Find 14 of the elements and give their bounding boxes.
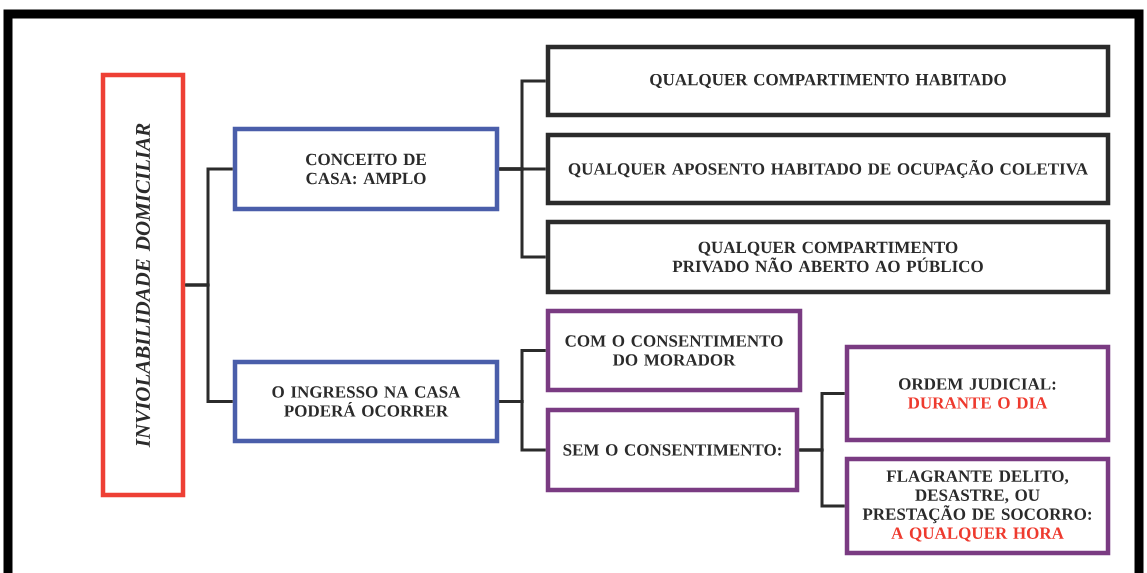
connector-line bbox=[499, 400, 546, 452]
option-box: ORDEM JUDICIAL: DURANTE O DIA bbox=[844, 344, 1111, 443]
option-box: SEM O CONSENTIMENTO: bbox=[545, 407, 800, 493]
item-box: QUALQUER COMPARTIMENTO PRIVADO NÃO ABERTO AO PÚBLICO bbox=[545, 219, 1111, 295]
option-box: FLAGRANTE DELITO, DESASTRE, OU PRESTAÇÃO DE SOCORRO: A QUALQUER HORA bbox=[844, 456, 1111, 556]
option-box: COM O CONSENTIMENTO DO MORADOR bbox=[545, 308, 803, 393]
category-box: CONCEITO DE CASA: AMPLO bbox=[232, 126, 500, 212]
category-box: O INGRESSO NA CASA PODERÁ OCORRER bbox=[232, 359, 500, 444]
item-box: QUALQUER APOSENTO HABITADO DE OCUPAÇÃO COLETIVA bbox=[545, 132, 1111, 206]
connector-line bbox=[185, 283, 233, 403]
root-box: INVIOLABILIDADE DOMICILIAR bbox=[100, 72, 186, 498]
item-box: QUALQUER COMPARTIMENTO HABITADO bbox=[545, 44, 1111, 118]
connector-line bbox=[799, 448, 845, 508]
connector-line bbox=[499, 167, 546, 259]
